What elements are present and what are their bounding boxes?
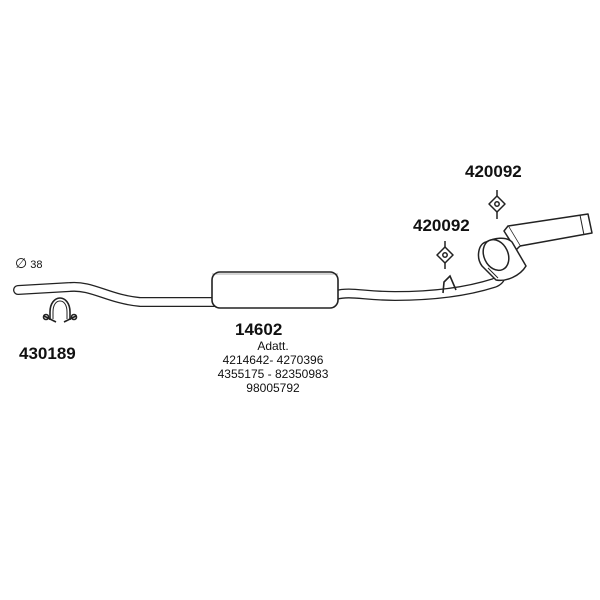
main-part-ref: 4355175 - 82350983 bbox=[217, 367, 329, 381]
main-part-notes: Adatt. 4214642- 4270396 4355175 - 823509… bbox=[198, 339, 348, 395]
rear-pipe bbox=[331, 257, 507, 301]
main-part-ref: 98005792 bbox=[246, 381, 300, 395]
hanger-mid-part-number: 420092 bbox=[413, 216, 470, 235]
diameter-symbol: ∅ bbox=[15, 255, 28, 271]
hanger-icon-top bbox=[488, 190, 506, 219]
pipe-bracket bbox=[442, 274, 457, 294]
diameter-label: ∅ 38 bbox=[15, 255, 43, 272]
clamp-icon bbox=[42, 297, 78, 323]
hanger-icon-mid bbox=[436, 241, 454, 269]
main-muffler bbox=[211, 271, 339, 309]
main-part-note: Adatt. bbox=[257, 339, 289, 353]
clamp-part-number: 430189 bbox=[19, 344, 76, 363]
main-part-ref: 4214642- 4270396 bbox=[222, 353, 324, 367]
diameter-value: 38 bbox=[30, 259, 43, 271]
front-pipe bbox=[13, 281, 219, 307]
rear-silencer bbox=[477, 213, 593, 282]
hanger-top-part-number: 420092 bbox=[465, 162, 522, 181]
main-part-number: 14602 bbox=[235, 320, 283, 339]
